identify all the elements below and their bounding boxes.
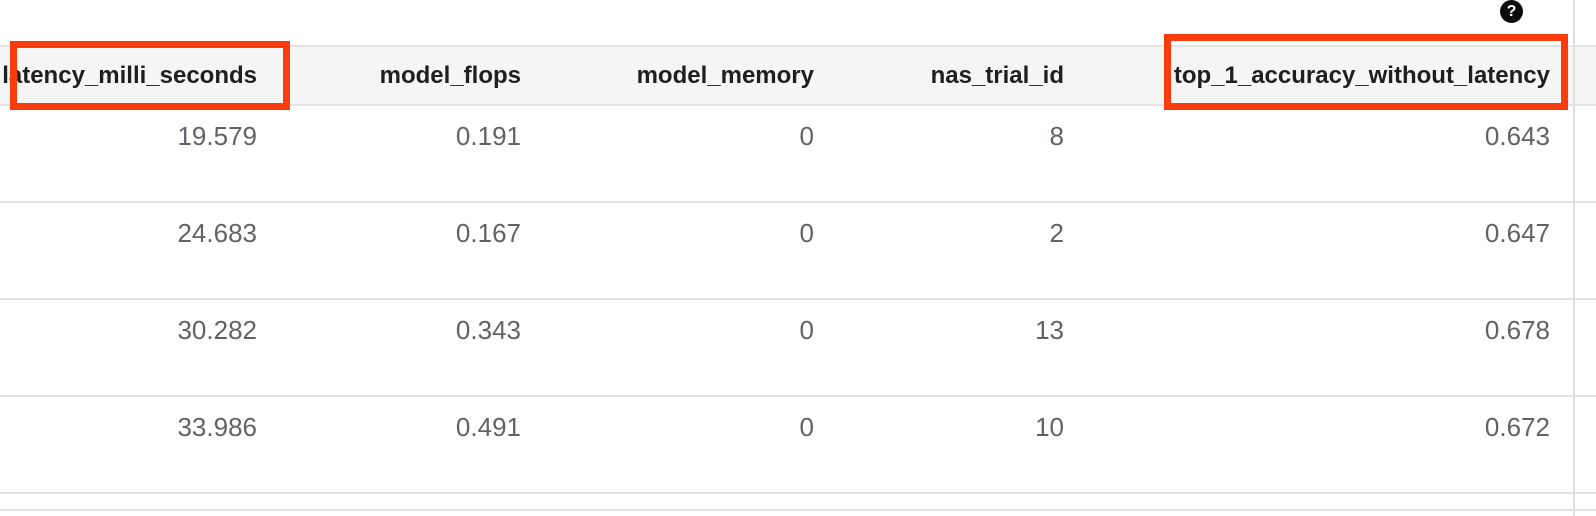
column-header-nas-trial-id[interactable]: nas_trial_id: [930, 62, 1064, 89]
cell-nas-trial-id: 2: [1049, 218, 1064, 248]
cell-top-1-accuracy: 0.647: [1484, 218, 1550, 248]
cell-model-flops: 0.191: [455, 121, 521, 151]
cell-overflow: [1574, 106, 1596, 201]
cell-overflow: [1574, 203, 1596, 298]
column-header-overflow: [1574, 47, 1596, 104]
cell-overflow: [1574, 397, 1596, 492]
cell-nas-trial-id: 13: [1035, 315, 1064, 345]
bottom-divider: [0, 509, 1596, 511]
cell-latency: 33.986: [177, 412, 257, 442]
table-row[interactable]: 33.986 0.491 0 10 0.672: [0, 397, 1596, 494]
cell-latency: 24.683: [177, 218, 257, 248]
cell-latency: 19.579: [177, 121, 257, 151]
column-header-latency-milli-seconds[interactable]: latency_milli_seconds: [2, 62, 257, 89]
cell-nas-trial-id: 8: [1049, 121, 1064, 151]
column-header-top-1-accuracy-without-latency[interactable]: top_1_accuracy_without_latency: [1173, 62, 1550, 89]
column-header-model-flops[interactable]: model_flops: [379, 62, 521, 89]
table-row[interactable]: 30.282 0.343 0 13 0.678: [0, 300, 1596, 397]
cell-model-memory: 0: [799, 412, 814, 442]
table-row[interactable]: 19.579 0.191 0 8 0.643: [0, 106, 1596, 203]
cell-model-memory: 0: [799, 315, 814, 345]
help-icon[interactable]: ?: [1500, 0, 1523, 23]
cell-model-memory: 0: [799, 218, 814, 248]
cell-nas-trial-id: 10: [1035, 412, 1064, 442]
cell-model-flops: 0.167: [455, 218, 521, 248]
cell-model-flops: 0.343: [455, 315, 521, 345]
cell-model-memory: 0: [799, 121, 814, 151]
cell-top-1-accuracy: 0.643: [1484, 121, 1550, 151]
cell-latency: 30.282: [177, 315, 257, 345]
column-divider: [1573, 0, 1575, 516]
column-header-model-memory[interactable]: model_memory: [636, 62, 814, 89]
table-header-row: latency_milli_seconds model_flops model_…: [0, 45, 1596, 106]
cell-top-1-accuracy: 0.678: [1484, 315, 1550, 345]
cell-model-flops: 0.491: [455, 412, 521, 442]
cell-top-1-accuracy: 0.672: [1484, 412, 1550, 442]
data-table: latency_milli_seconds model_flops model_…: [0, 45, 1596, 494]
cell-overflow: [1574, 300, 1596, 395]
table-row[interactable]: 24.683 0.167 0 2 0.647: [0, 203, 1596, 300]
